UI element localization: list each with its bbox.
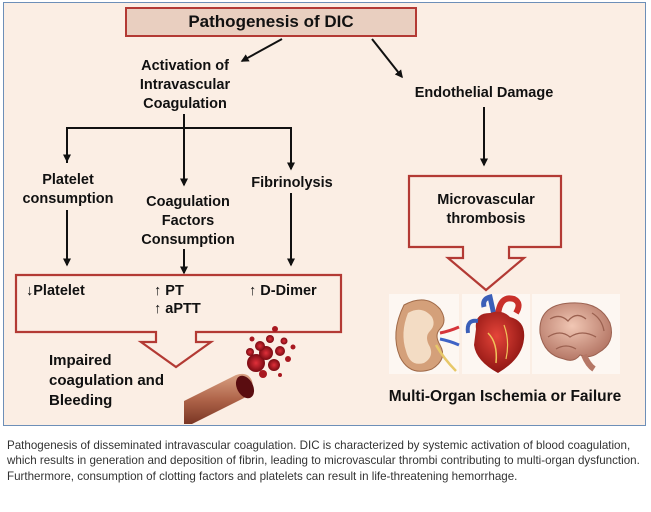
figure-caption: Pathogenesis of disseminated intravascul…	[7, 439, 640, 483]
kidney-image	[389, 294, 460, 374]
pt-up-value: ↑ PT	[154, 283, 184, 299]
fibrinolysis-node: Fibrinolysis	[251, 175, 333, 191]
arrow-title-to-endothelial	[371, 38, 403, 79]
activation-node: Activation of Intravascular Coagulation	[139, 58, 231, 112]
endothelial-node: Endothelial Damage	[414, 85, 554, 101]
blood-vessel-image	[184, 326, 296, 424]
diagram-title: Pathogenesis of DIC	[188, 12, 354, 31]
arrow-title-to-activation	[240, 38, 283, 62]
platelet-down-value: ↓Platelet	[26, 283, 85, 299]
microvascular-node: Microvascular thrombosis	[437, 192, 535, 227]
lab-values-box	[14, 273, 343, 369]
brain-image	[532, 294, 620, 374]
multi-organ-node: Multi-Organ Ischemia or Failure	[388, 388, 622, 405]
diagram-figure: Pathogenesis of DIC Activation of Intrav…	[3, 2, 646, 426]
aptt-up-value: ↑ aPTT	[154, 301, 201, 317]
diagram-graphics	[14, 38, 620, 424]
connector-branch-bar	[66, 127, 292, 163]
ddimer-up-value: ↑ D-Dimer	[249, 283, 317, 299]
microvascular-box	[407, 174, 563, 292]
heart-image	[462, 293, 530, 374]
coag-factors-node: Coagulation Factors Consumption	[141, 194, 235, 248]
impaired-coagulation-node: Impaired coagulation and Bleeding	[49, 352, 165, 409]
platelet-consumption-node: Platelet consumption	[22, 172, 114, 207]
title-box: Pathogenesis of DIC	[125, 7, 417, 37]
